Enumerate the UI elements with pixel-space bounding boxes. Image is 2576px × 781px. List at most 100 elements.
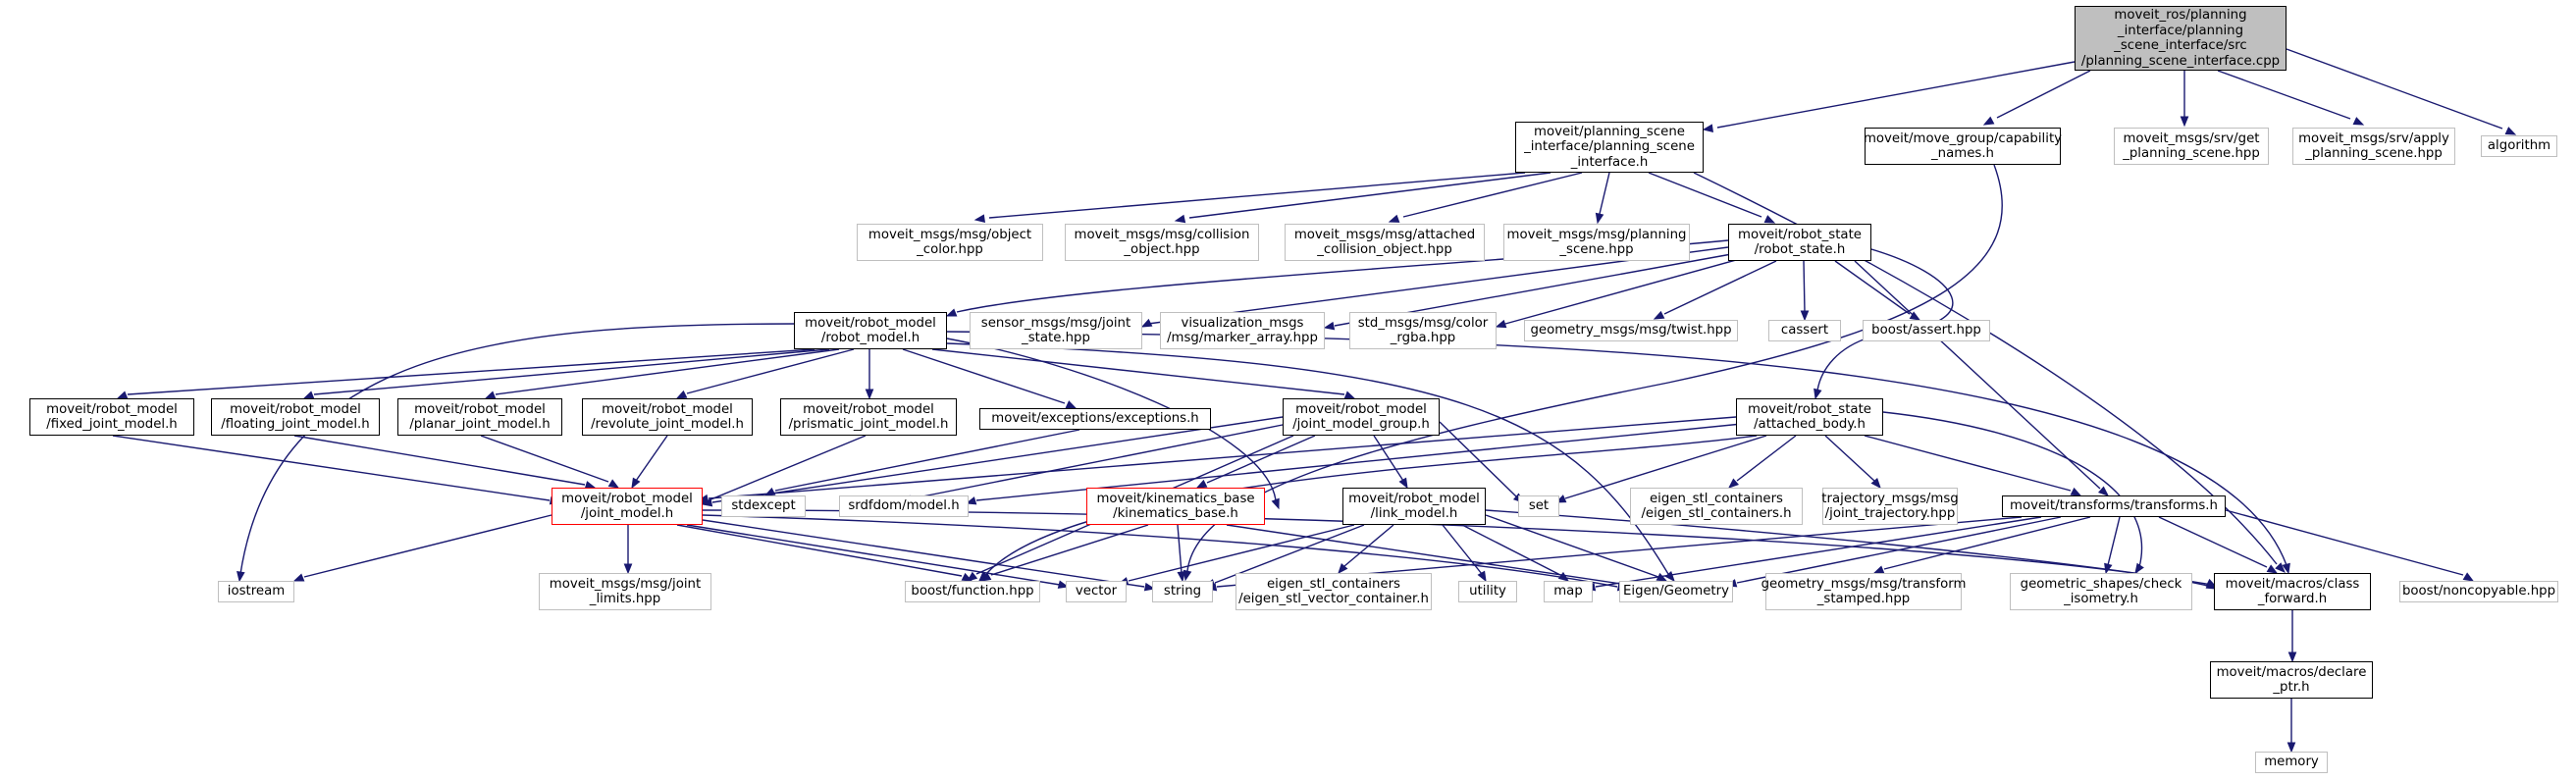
node-cassert: cassert [1768, 320, 1841, 341]
arrowhead-rs-to-twist [1653, 310, 1665, 320]
node-prismatic-joint-model-h[interactable]: moveit/robot_model /prismatic_joint_mode… [780, 398, 957, 436]
node-revolute-joint-model-h[interactable]: moveit/robot_model /revolute_joint_model… [582, 398, 753, 436]
node-joint-model-h[interactable]: moveit/robot_model /joint_model.h [552, 488, 703, 525]
edge-cpp-to-capability-names [1996, 70, 2091, 119]
node-attached-collision-object-hpp: moveit_msgs/msg/attached _collision_obje… [1285, 224, 1485, 261]
edge-ab-to-eigen-stl-containers [1736, 435, 1797, 482]
edge-rm-to-revolute-joint [686, 348, 855, 394]
arrowhead-jm-to-string [1143, 582, 1156, 592]
arrowhead-capability-to-string [1183, 569, 1192, 582]
node-fixed-joint-model-h[interactable]: moveit/robot_model /fixed_joint_model.h [29, 398, 194, 436]
arrowhead-rs-to-joint-state [1140, 318, 1153, 328]
arrowhead-cpp-to-capability-names [1982, 116, 1995, 126]
arrowhead-jm-to-boost-function [961, 572, 973, 582]
node-transforms-h[interactable]: moveit/transforms/transforms.h [2002, 495, 2226, 517]
arrowhead-psi-to-robot-state [1763, 215, 1776, 224]
node-object-color-hpp: moveit_msgs/msg/object _color.hpp [857, 224, 1043, 261]
node-get-planning-scene-hpp: moveit_msgs/srv/get _planning_scene.hpp [2114, 128, 2269, 165]
edge-rs-to-color-rgba [1504, 256, 1748, 325]
node-memory: memory [2255, 752, 2328, 773]
arrowhead-ab-to-check-isometry [2134, 562, 2144, 575]
edge-rm-to-exceptions [902, 348, 1066, 404]
node-floating-joint-model-h[interactable]: moveit/robot_model /floating_joint_model… [211, 398, 380, 436]
node-planning-scene-interface-h[interactable]: moveit/planning_scene _interface/plannin… [1515, 122, 1704, 173]
edge-jmg-to-joint-model [711, 416, 1284, 503]
node-joint-model-group-h[interactable]: moveit/robot_model /joint_model_group.h [1283, 398, 1440, 436]
arrowhead-rs-to-marker-array [1323, 321, 1336, 331]
edge-ab-to-check-isometry [1882, 411, 2143, 568]
arrowhead-rm-to-srdfdom-curve [1271, 497, 1280, 510]
edge-psi-to-planning-scene-msg [1599, 172, 1610, 215]
edge-rs-to-twist [1663, 260, 1777, 315]
edge-ab-to-boost-function [985, 435, 1758, 575]
arrowhead-revolute-to-joint-model [631, 477, 641, 490]
node-string: string [1152, 581, 1213, 602]
node-planar-joint-model-h[interactable]: moveit/robot_model /planar_joint_model.h [397, 398, 562, 436]
node-robot-model-h[interactable]: moveit/robot_model /robot_model.h [794, 312, 947, 349]
edge-fixed-to-joint-model [112, 435, 551, 501]
edge-cpp-to-apply-ps [2217, 70, 2351, 120]
edge-ab-to-transforms [1864, 435, 2072, 492]
node-twist-hpp: geometry_msgs/msg/twist.hpp [1524, 320, 1738, 341]
edge-tf-to-noncopyable [2225, 509, 2464, 576]
node-planning-scene-hpp: moveit_msgs/msg/planning _scene.hpp [1503, 224, 1690, 261]
arrowhead-kb-to-string [1177, 571, 1186, 583]
node-declare-ptr-h[interactable]: moveit/macros/declare _ptr.h [2210, 661, 2373, 699]
edge-rm-to-fixed-joint [127, 348, 815, 395]
arrowhead-rs-to-transforms [2097, 486, 2110, 496]
arrowhead-psi-to-planning-scene-msg [1595, 212, 1604, 225]
edge-rm-to-jmg [931, 348, 1345, 395]
node-color-rgba-hpp: std_msgs/msg/color _rgba.hpp [1349, 312, 1497, 349]
edge-prismatic-to-joint-model [708, 435, 867, 501]
edge-jm-to-boost-function [676, 524, 963, 577]
arrowhead-rm-to-exceptions [1065, 400, 1078, 409]
edge-psi-to-collision-object [1188, 172, 1551, 219]
node-boost-assert-hpp: boost/assert.hpp [1863, 320, 1990, 341]
arrowhead-dp-to-memory [2287, 742, 2296, 754]
arrowhead-jmg-to-link-model [1398, 477, 1408, 490]
arrowhead-psi-to-object-color [973, 214, 986, 223]
arrowhead-jm-to-iostream [292, 573, 305, 582]
edge-tf-to-eigen-geometry [1736, 516, 2062, 584]
node-kinematics-base-h[interactable]: moveit/kinematics_base /kinematics_base.… [1086, 488, 1265, 525]
node-algorithm: algorithm [2481, 135, 2557, 157]
edge-jm-to-vector [686, 524, 1061, 586]
arrowhead-rm-to-jmg [1343, 390, 1356, 399]
arrowhead-rm-to-eigen-geometry [1664, 570, 1675, 583]
edge-ab-to-joint-model [708, 416, 1737, 499]
node-link-model-h[interactable]: moveit/robot_model /link_model.h [1342, 488, 1486, 525]
node-iostream: iostream [218, 581, 294, 602]
edge-psi-to-attached-co [1402, 172, 1583, 218]
node-attached-body-h[interactable]: moveit/robot_state /attached_body.h [1736, 398, 1883, 436]
node-marker-array-hpp: visualization_msgs /msg/marker_array.hpp [1160, 312, 1325, 349]
edge-jm-to-eigen-geometry [702, 514, 1618, 588]
arrowhead-tf-to-noncopyable [2462, 572, 2475, 582]
arrowhead-rm-to-fixed-joint [116, 390, 129, 399]
node-srdfdom-model-h: srdfdom/model.h [839, 495, 969, 517]
node-utility: utility [1458, 581, 1517, 602]
arrowhead-cpp-to-algorithm [2504, 127, 2517, 135]
edge-psi-to-object-color [988, 172, 1526, 219]
node-exceptions-h[interactable]: moveit/exceptions/exceptions.h [979, 408, 1211, 430]
arrowhead-rm-to-class-forward [2282, 562, 2290, 575]
node-class-forward-h[interactable]: moveit/macros/class _forward.h [2214, 573, 2371, 610]
edge-floating-to-joint-model [293, 435, 586, 486]
edge-rm-to-class-forward [946, 331, 2287, 566]
edge-lm-to-utility [1442, 524, 1483, 575]
edge-jmg-to-set [1439, 421, 1517, 497]
edge-psi-to-robot-state [1648, 172, 1762, 218]
edge-exceptions-to-stdexcept [774, 429, 1080, 492]
arrowhead-rm-to-revolute-joint [675, 390, 688, 399]
arrowhead-cpp-to-psi-h [1702, 124, 1714, 132]
edge-rs-to-transforms [1854, 260, 2101, 490]
edge-rm-to-iostream [239, 323, 795, 575]
node-capability-names-h[interactable]: moveit/move_group/capability _names.h [1864, 128, 2062, 165]
arrowhead-planar-to-joint-model [607, 479, 620, 489]
arrowhead-psi-to-collision-object [1174, 214, 1186, 224]
edge-jmg-to-link-model [1373, 435, 1404, 482]
node-robot-state-h[interactable]: moveit/robot_state /robot_state.h [1728, 224, 1871, 261]
edge-cpp-to-psi-h [1716, 61, 2076, 129]
edge-rs-to-boost-assert [1834, 260, 1911, 315]
edge-rm-to-floating-joint [313, 348, 830, 395]
